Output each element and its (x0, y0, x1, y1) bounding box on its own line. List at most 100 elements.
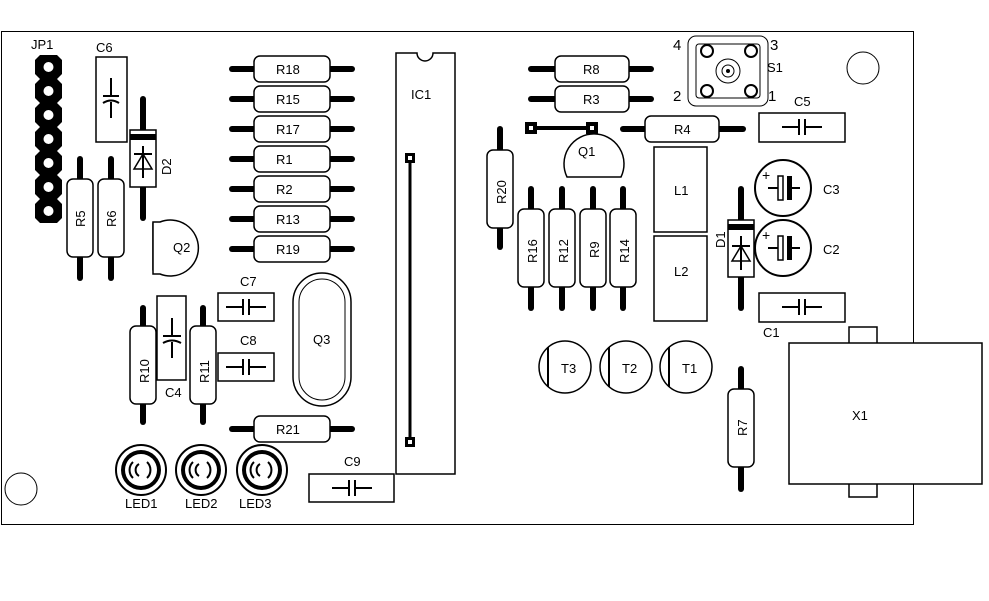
capacitor-c5: C5 (758, 94, 846, 143)
r11-label: R11 (197, 360, 212, 383)
s1-pin1: 1 (768, 88, 776, 105)
capacitor-c9: C9 (308, 454, 395, 503)
capacitor-c6: C6 (95, 40, 128, 143)
resistor-r13: R13 (229, 205, 355, 233)
r21-label: R21 (276, 422, 300, 437)
resistor-r14: R14 (609, 186, 637, 311)
resistor-r3: R3 (528, 85, 654, 113)
c3-plus: + (762, 167, 770, 183)
led-led3: LED3 (236, 444, 288, 511)
inductor-l1: L1 (653, 146, 708, 233)
transistor-t3: T3 (538, 340, 592, 394)
crystal-q3: Q3 (292, 272, 352, 407)
c4-label: C4 (165, 385, 182, 400)
resistor-r7: R7 (727, 366, 755, 492)
c9-label: C9 (344, 454, 361, 469)
c2-label: C2 (823, 242, 840, 257)
capacitor-c7: C7 (217, 274, 275, 322)
resistor-r2: R2 (229, 175, 355, 203)
jp1-label: JP1 (31, 37, 53, 52)
c5-label: C5 (794, 94, 811, 109)
d2-label: D2 (159, 158, 174, 175)
ic1-label: IC1 (411, 87, 431, 102)
led-led2: LED2 (175, 444, 227, 511)
led-led1: LED1 (115, 444, 167, 511)
resistor-r16: R16 (517, 186, 545, 311)
resistor-r18: R18 (229, 55, 355, 83)
q2-label: Q2 (173, 240, 190, 255)
s1-pin2: 2 (673, 88, 681, 105)
wire-jumper (525, 122, 598, 134)
capacitor-c8: C8 (217, 333, 275, 382)
mounting-hole-top-right (846, 51, 880, 85)
transistor-t2: T2 (599, 340, 653, 394)
s1-pin3: 3 (770, 37, 778, 54)
resistor-r4: R4 (620, 115, 746, 143)
resistor-r6: R6 (97, 156, 125, 281)
s1-label: S1 (767, 60, 783, 75)
resistor-r11: R11 (189, 305, 217, 425)
r7-label: R7 (735, 419, 750, 436)
t1-label: T1 (682, 361, 697, 376)
led2-label: LED2 (185, 496, 218, 511)
resistor-r17: R17 (229, 115, 355, 143)
ic-ic1: IC1 (395, 52, 456, 475)
r17-label: R17 (276, 122, 300, 137)
t2-label: T2 (622, 361, 637, 376)
r14-label: R14 (617, 239, 632, 263)
capacitor-c4: C4 (156, 295, 187, 400)
q3-label: Q3 (313, 332, 330, 347)
diode-d2: D2 (129, 96, 174, 221)
switch-s1: S1 4 3 2 1 (673, 35, 783, 107)
r1-label: R1 (276, 152, 293, 167)
r6-label: R6 (104, 210, 119, 227)
r9-label: R9 (587, 241, 602, 258)
r18-label: R18 (276, 62, 300, 77)
capacitor-c1: C1 (758, 292, 846, 340)
c3-label: C3 (823, 182, 840, 197)
resistor-r12: R12 (548, 186, 576, 311)
c7-label: C7 (240, 274, 257, 289)
resistor-r20: R20 (486, 126, 514, 250)
r4-label: R4 (674, 122, 691, 137)
resistor-r15: R15 (229, 85, 355, 113)
board-outline (1, 31, 914, 525)
r5-label: R5 (73, 210, 88, 227)
transistor-q1: Q1 (563, 133, 625, 178)
jp1-header: JP1 (31, 37, 62, 223)
resistor-r1: R1 (229, 145, 355, 173)
r8-label: R8 (583, 62, 600, 77)
r2-label: R2 (276, 182, 293, 197)
r15-label: R15 (276, 92, 300, 107)
resistor-r8: R8 (528, 55, 654, 83)
x1-label: X1 (852, 408, 868, 423)
l2-label: L2 (674, 264, 688, 279)
s1-pin4: 4 (673, 37, 681, 54)
r19-label: R19 (276, 242, 300, 257)
resistor-r21: R21 (229, 415, 355, 443)
inductor-l2: L2 (653, 235, 708, 322)
resistor-r9: R9 (579, 186, 607, 311)
capacitor-c3: + C3 (754, 159, 840, 217)
r16-label: R16 (525, 239, 540, 263)
c6-label: C6 (96, 40, 113, 55)
c2-plus: + (762, 227, 770, 243)
mounting-hole-bottom-left (4, 472, 38, 506)
r20-label: R20 (494, 180, 509, 204)
led3-label: LED3 (239, 496, 272, 511)
r12-label: R12 (556, 239, 571, 263)
resistor-r5: R5 (66, 156, 94, 281)
led1-label: LED1 (125, 496, 158, 511)
resistor-r10: R10 (129, 305, 157, 425)
d1-label: D1 (713, 231, 728, 248)
c1-label: C1 (763, 325, 780, 340)
t3-label: T3 (561, 361, 576, 376)
r13-label: R13 (276, 212, 300, 227)
q1-label: Q1 (578, 144, 595, 159)
c8-label: C8 (240, 333, 257, 348)
connector-x1: X1 (788, 326, 983, 498)
r10-label: R10 (137, 359, 152, 383)
capacitor-c2: + C2 (754, 219, 840, 277)
l1-label: L1 (674, 183, 688, 198)
